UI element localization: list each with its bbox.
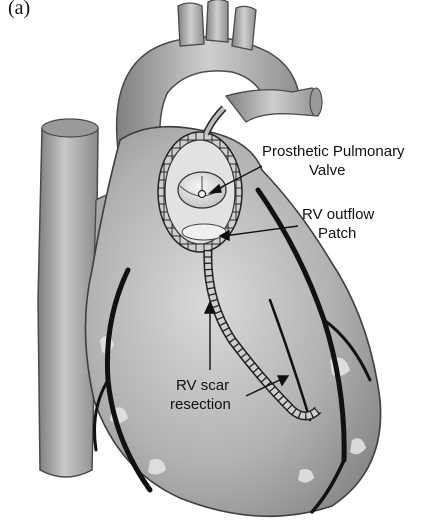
aortic-branch-1 [178,3,204,46]
vena-cava-opening [42,119,98,137]
label-valve-line2: Valve [309,162,345,179]
patch-lower-lip [182,224,226,240]
panel-label: (a) [8,0,30,19]
pulmonary-artery [226,88,321,122]
pulmonary-artery-opening [310,88,322,116]
aortic-branch-2 [206,0,228,42]
label-scar-line1: RV scar [176,377,229,394]
aortic-branch-3 [232,6,256,50]
valve-center [199,191,206,198]
label-valve-line1: Prosthetic Pulmonary [262,143,405,160]
label-patch-line2: Patch [318,225,356,242]
label-patch-line1: RV outflow [302,206,374,223]
label-scar-line2: resection [170,396,231,413]
